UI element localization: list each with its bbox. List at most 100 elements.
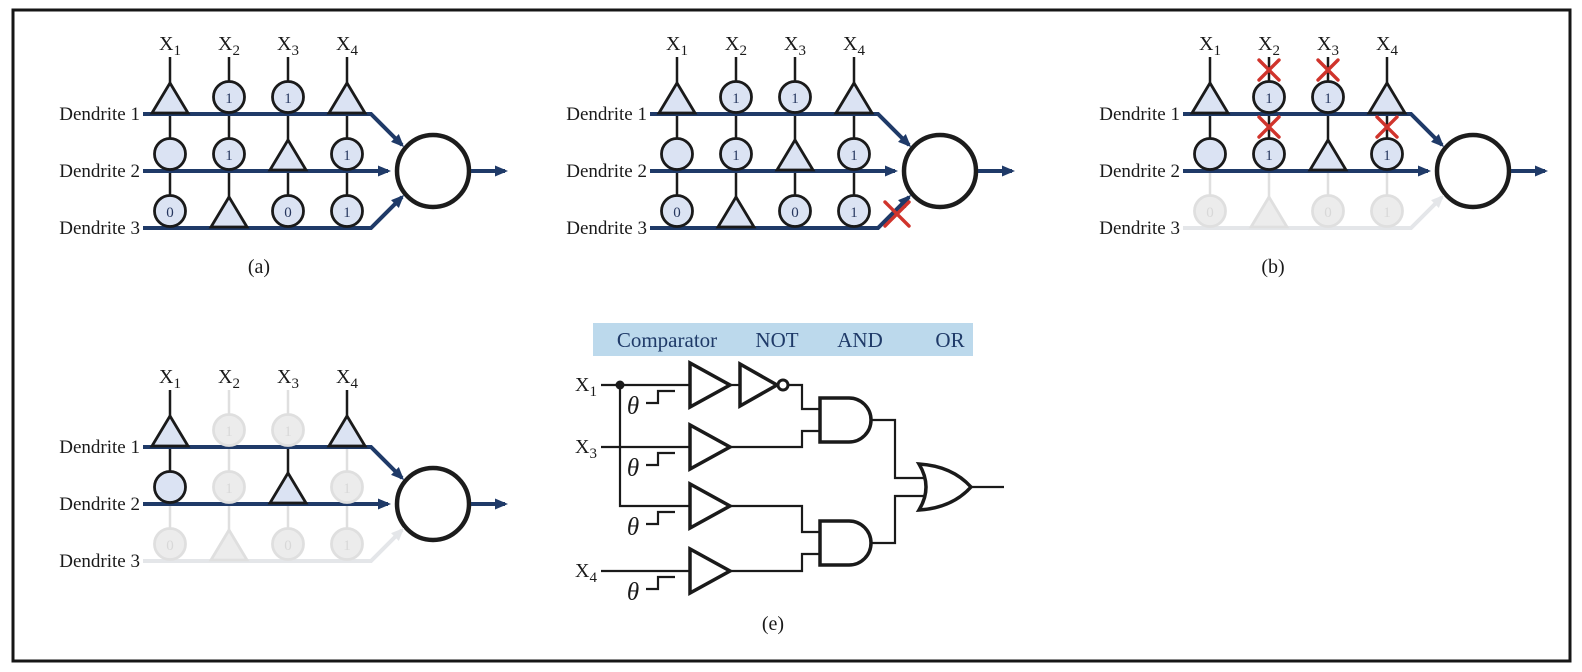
input-label-subscript: 3 (798, 43, 806, 59)
synapse-circle (153, 194, 187, 228)
input-label-base: X (159, 33, 174, 55)
input-label: X2 (218, 33, 240, 59)
synapse-value: 1 (1265, 148, 1273, 164)
comparator-gate (688, 481, 734, 531)
dendrite-label: Dendrite 3 (59, 551, 140, 572)
input-label: X2 (1258, 33, 1280, 59)
synapse-value: 1 (1265, 91, 1273, 107)
synapse-circle (1370, 194, 1404, 228)
synapse-circle (330, 194, 364, 228)
synapse-circle (153, 527, 187, 561)
input-label-subscript: 1 (1213, 43, 1221, 59)
synapse-triangle (149, 413, 191, 448)
panel-caption: (b) (1261, 256, 1284, 278)
synapse-value: 1 (343, 205, 351, 221)
synapse-value: 1 (284, 91, 292, 107)
header-label: OR (935, 328, 964, 352)
step-function-icon (646, 451, 675, 467)
input-label: X1 (1199, 33, 1221, 59)
synapse-value: 1 (791, 91, 799, 107)
synapse-value: 1 (1383, 148, 1391, 164)
or-gate (915, 462, 974, 512)
synapse-circle (330, 527, 364, 561)
wire (872, 418, 926, 480)
soma-circle (901, 132, 979, 210)
synapse-circle (212, 470, 246, 504)
input-label-base: X (336, 33, 351, 55)
input-label: X1 (575, 374, 597, 400)
x-mark-icon (1316, 58, 1340, 82)
synapse-value: 0 (1324, 205, 1332, 221)
theta-label: θ (627, 579, 639, 606)
dendrite-label: Dendrite 1 (566, 104, 647, 125)
synapse-circle (271, 194, 305, 228)
synapse-triangle (326, 413, 368, 448)
synapse-circle (212, 413, 246, 447)
synapse-circle (778, 194, 812, 228)
input-label-subscript: 4 (857, 43, 865, 59)
step-function-icon (646, 575, 675, 591)
input-label: X4 (575, 560, 597, 586)
input-label-subscript: 3 (590, 446, 598, 462)
figure-border (11, 8, 1572, 663)
wire (730, 504, 820, 534)
input-label-subscript: 2 (232, 376, 240, 392)
synapse-value: 1 (225, 148, 233, 164)
synapse-circle (212, 137, 246, 171)
dendrite-label: Dendrite 1 (59, 437, 140, 458)
synapse-circle (153, 137, 187, 171)
input-label: X1 (159, 33, 181, 59)
synapse-value: 1 (284, 424, 292, 440)
input-label-subscript: 3 (291, 376, 299, 392)
synapse-value: 0 (1206, 205, 1214, 221)
synapse-circle (719, 80, 753, 114)
dendrite-label: Dendrite 3 (1099, 218, 1180, 239)
synapse-triangle (1307, 137, 1349, 172)
soma-circle (394, 132, 472, 210)
synapse-circle (719, 137, 753, 171)
input-label-subscript: 1 (590, 384, 598, 400)
synapse-value: 1 (225, 481, 233, 497)
panel-caption: (a) (248, 256, 270, 278)
synapse-circle (1311, 80, 1345, 114)
dendrite-label: Dendrite 2 (59, 494, 140, 515)
input-label-subscript: 1 (173, 43, 181, 59)
input-label: X4 (336, 366, 358, 392)
theta-label: θ (627, 393, 639, 420)
x-mark-icon (1257, 58, 1281, 82)
synapse-value: 1 (732, 148, 740, 164)
input-label-base: X (575, 560, 590, 582)
legend-bar (593, 323, 973, 356)
input-label: X3 (277, 366, 299, 392)
x-mark-icon (1257, 115, 1281, 139)
synapse-circle (1252, 80, 1286, 114)
input-label-subscript: 2 (739, 43, 747, 59)
synapse-triangle (833, 80, 875, 115)
synapse-value: 1 (1324, 91, 1332, 107)
synapse-circle (1311, 194, 1345, 228)
input-label-base: X (277, 366, 292, 388)
dendrite-line (650, 112, 912, 148)
panel-caption: (e) (762, 613, 784, 635)
input-label-base: X (218, 33, 233, 55)
input-label: X3 (1317, 33, 1339, 59)
comparator-gate (688, 360, 734, 410)
step-function-icon (646, 510, 675, 526)
input-label-subscript: 3 (1331, 43, 1339, 59)
synapse-triangle (149, 80, 191, 115)
synapse-circle (1252, 137, 1286, 171)
and-gate (818, 396, 873, 444)
wire (730, 552, 820, 573)
input-label: X3 (784, 33, 806, 59)
header-label: Comparator (617, 328, 717, 352)
theta-label: θ (627, 455, 639, 482)
synapse-triangle (1366, 80, 1408, 115)
synapse-triangle (774, 137, 816, 172)
header-label: NOT (755, 328, 798, 352)
input-label: X2 (725, 33, 747, 59)
synapse-value: 1 (343, 481, 351, 497)
wire (872, 494, 926, 545)
